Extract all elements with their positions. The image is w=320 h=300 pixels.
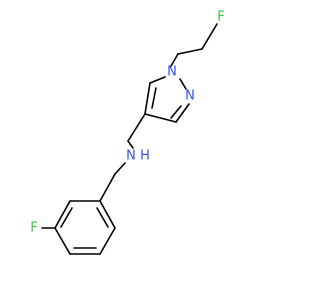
atom-n2-pyrazole: N <box>185 89 195 104</box>
atom-f-aryl: F <box>30 221 37 236</box>
atom-amine-n: N <box>126 149 136 164</box>
bond-c-c <box>177 48 203 55</box>
bond-layer <box>41 23 218 255</box>
bond-c5-n1 <box>149 76 166 84</box>
bond-n-ch2 <box>114 162 126 175</box>
bond-ar6-ar1-inner <box>96 207 109 228</box>
bond-ar2-ar3-inner <box>60 207 73 228</box>
bond-ar3-ar4 <box>54 227 71 255</box>
bond-ch2-n <box>127 140 134 149</box>
bond-ar2-ar3 <box>54 200 71 229</box>
bond-ch2-ar <box>99 173 116 202</box>
bond-f-c <box>201 23 218 50</box>
bond-c4-ch2 <box>127 113 146 142</box>
bond-c4-c5-inner <box>151 87 157 109</box>
atom-n1-pyrazole: N <box>167 65 177 80</box>
bond-ar5-ar6 <box>99 227 116 255</box>
bond-c3-c4 <box>144 113 177 123</box>
bond-c4-c5 <box>144 82 151 115</box>
atom-labels: F N N N H F <box>30 10 224 236</box>
bond-n1-n2 <box>179 78 187 90</box>
bond-n2-c3-inner <box>170 105 182 119</box>
atom-amine-h: H <box>140 149 150 164</box>
bond-ar6-ar1 <box>99 200 116 229</box>
molecule-structure: F N N N H F <box>30 10 225 255</box>
atom-f-alkyl: F <box>217 10 224 25</box>
bond-n2-c3 <box>175 103 190 123</box>
bond-c-n1 <box>170 53 179 67</box>
